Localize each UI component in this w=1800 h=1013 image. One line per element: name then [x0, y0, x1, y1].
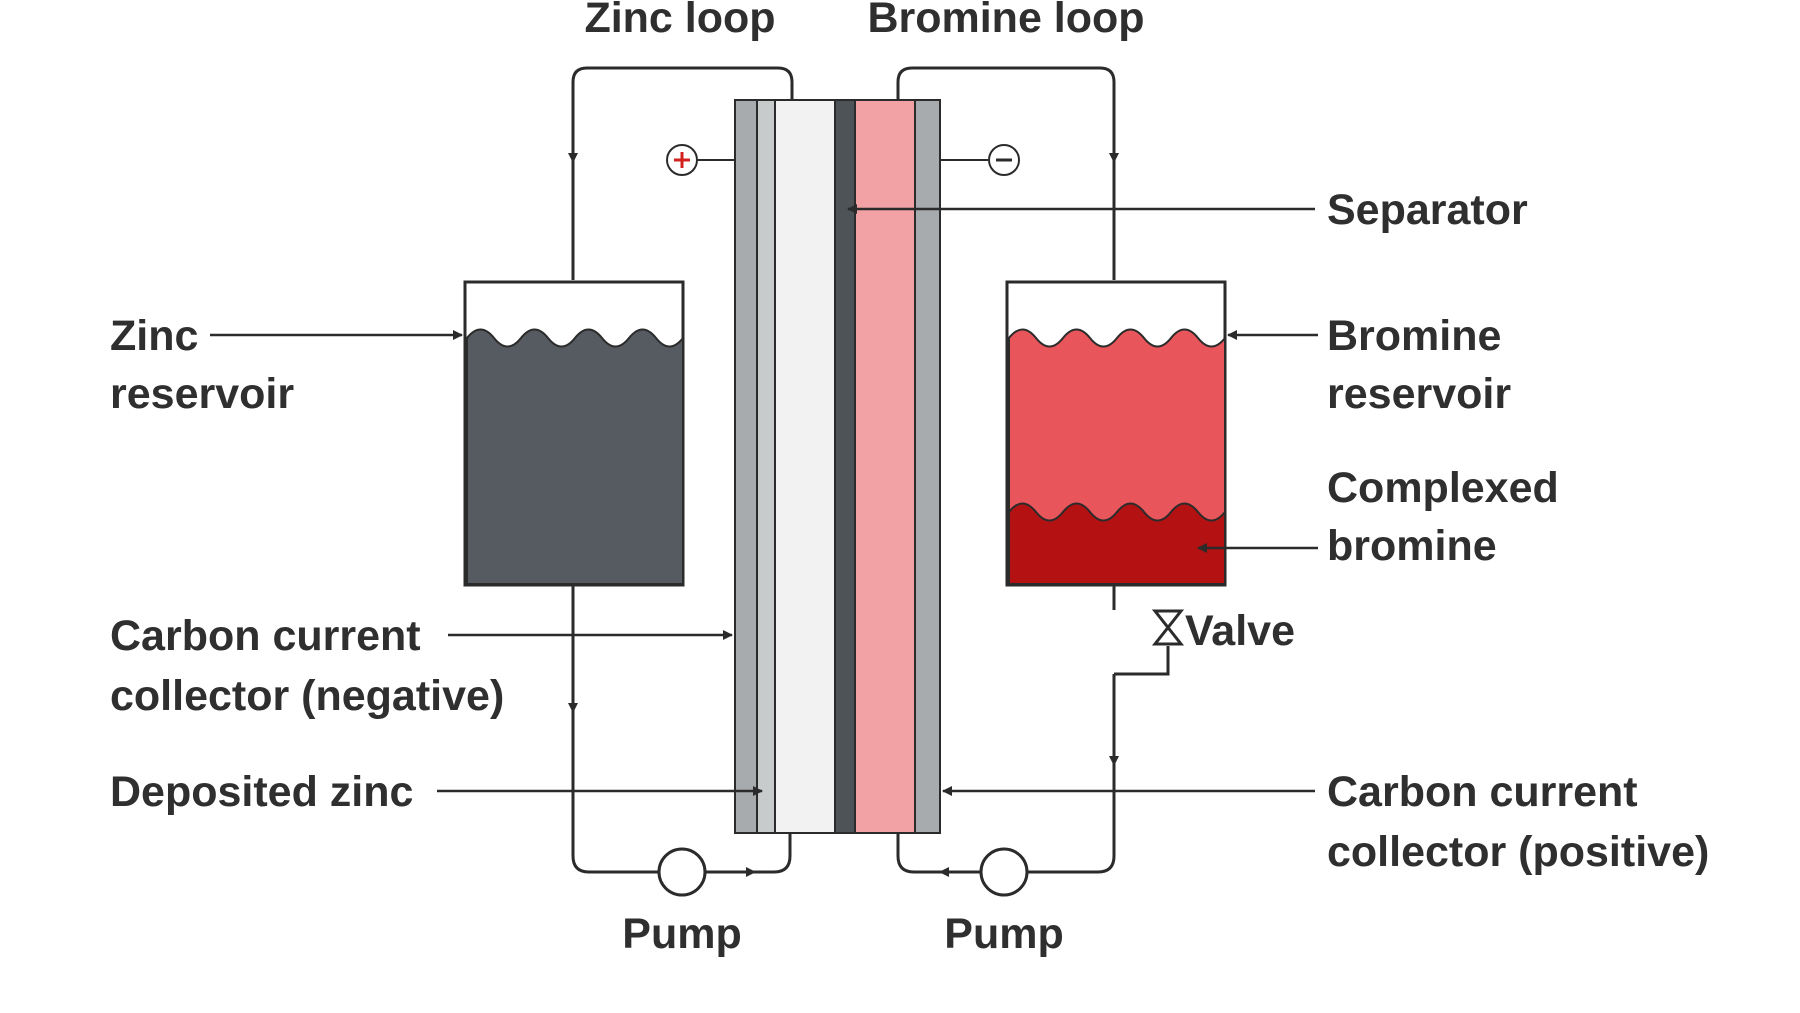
zinc-reservoir-label-line2: reservoir — [110, 370, 294, 418]
valve-label: Valve — [1185, 607, 1295, 655]
zinc-reservoir-label-line1: Zinc — [110, 312, 198, 360]
complexed-bromine-label-line1: Complexed — [1327, 464, 1559, 512]
zinc-loop-label: Zinc loop — [584, 0, 775, 42]
labels: Zinc loop Bromine loop Separator Zinc re… — [110, 0, 1709, 958]
deposited-zinc-label: Deposited zinc — [110, 768, 413, 816]
carbon-negative-label-line1: Carbon current — [110, 612, 421, 660]
zinc-reservoir — [463, 280, 685, 587]
bromine-reservoir-label-line1: Bromine — [1327, 312, 1501, 360]
positive-current-collector — [914, 99, 941, 834]
bromine-loop-label: Bromine loop — [867, 0, 1144, 42]
bromine-pump — [979, 847, 1029, 897]
zinc-half-cell — [774, 99, 836, 834]
cell-stack — [734, 99, 941, 834]
deposited-zinc-layer — [756, 99, 776, 834]
zinc-pump — [657, 847, 707, 897]
bromine-reservoir-label-line2: reservoir — [1327, 370, 1511, 418]
bromine-loop-piping — [896, 66, 1170, 877]
bromine-pump-label: Pump — [944, 910, 1063, 958]
carbon-positive-label-line2: collector (positive) — [1327, 828, 1709, 876]
zinc-electrolyte — [466, 328, 684, 585]
carbon-positive-label-line1: Carbon current — [1327, 768, 1638, 816]
leader-lines — [210, 204, 1318, 796]
complexed-bromine-label-line2: bromine — [1327, 522, 1497, 570]
valve-symbol — [1151, 609, 1185, 646]
complexed-bromine-layer — [1008, 502, 1226, 585]
negative-current-collector — [734, 99, 758, 834]
positive-terminal — [666, 144, 735, 176]
bromine-half-cell — [854, 99, 916, 834]
negative-terminal — [940, 144, 1020, 176]
zinc-pump-label: Pump — [622, 910, 741, 958]
zinc-loop-piping — [568, 66, 794, 877]
carbon-negative-label-line2: collector (negative) — [110, 672, 504, 720]
bromine-reservoir — [1005, 280, 1227, 587]
separator-label: Separator — [1327, 186, 1528, 234]
